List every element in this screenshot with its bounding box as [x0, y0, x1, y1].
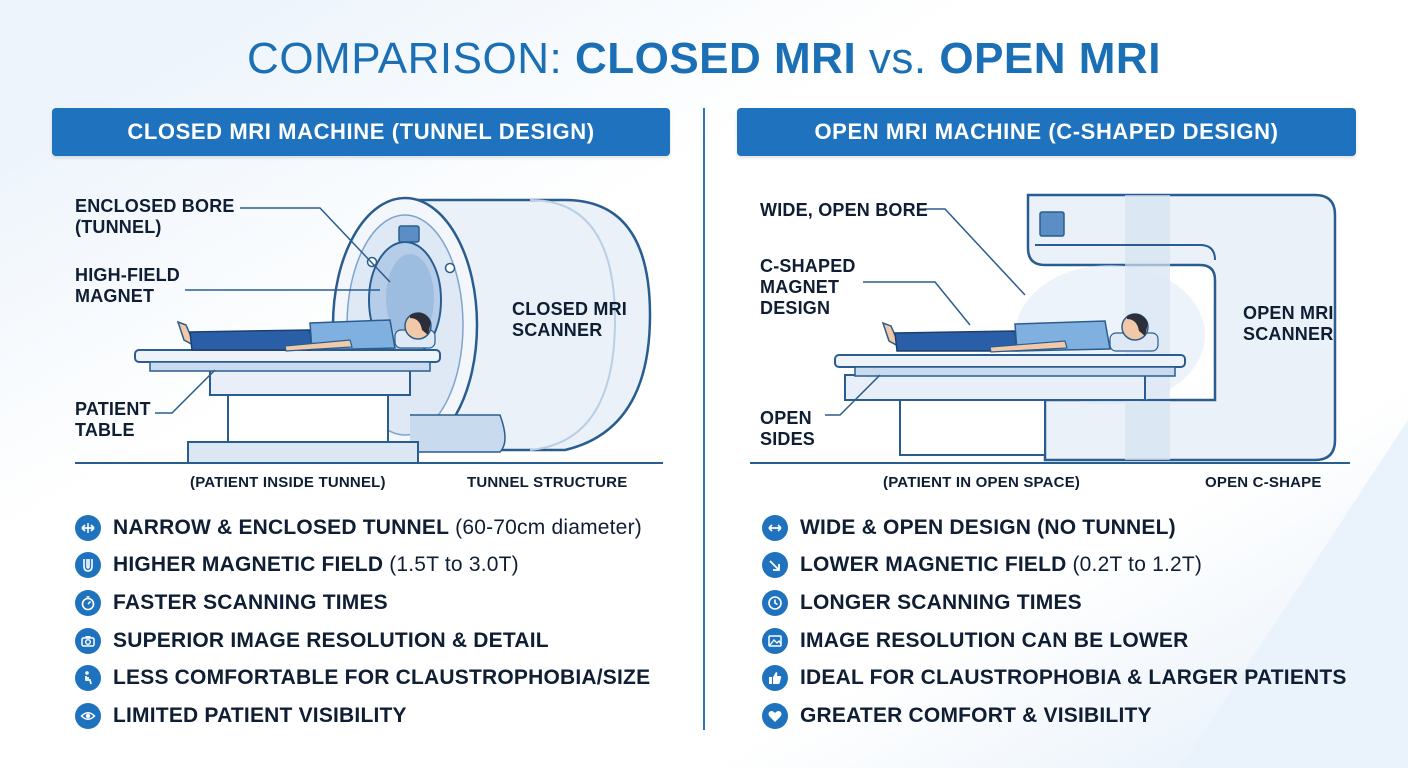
- list-item: NARROW & ENCLOSED TUNNEL(60-70cm diamete…: [75, 509, 650, 547]
- list-item: IDEAL FOR CLAUSTROPHOBIA & LARGER PATIEN…: [762, 659, 1347, 697]
- thumbs-up-icon: [762, 665, 788, 692]
- heart-icon: [762, 702, 788, 729]
- open-mri-header: OPEN MRI MACHINE (C-SHAPED DESIGN): [737, 108, 1356, 156]
- label-wide-open-bore: WIDE, OPEN BORE: [760, 200, 929, 220]
- open-patient-table: [834, 354, 1186, 456]
- arrow-down-icon: [762, 552, 788, 579]
- label-c-shaped-magnet: C-SHAPED MAGNET DESIGN: [760, 256, 856, 318]
- label-open-mri-scanner: OPEN MRI SCANNER: [1243, 303, 1334, 344]
- label-enclosed-bore: ENCLOSED BORE (TUNNEL): [75, 196, 235, 237]
- list-item: LONGER SCANNING TIMES: [762, 584, 1347, 622]
- list-item: GREATER COMFORT & VISIBILITY: [762, 697, 1347, 735]
- page-title: COMPARISON: CLOSED MRI vs. OPEN MRI: [247, 34, 1161, 83]
- eye-icon: [75, 702, 101, 729]
- list-item: HIGHER MAGNETIC FIELD(1.5T to 3.0T): [75, 547, 650, 585]
- list-item: IMAGE RESOLUTION CAN BE LOWER: [762, 622, 1347, 660]
- list-item: LIMITED PATIENT VISIBILITY: [75, 697, 650, 735]
- list-item: FASTER SCANNING TIMES: [75, 584, 650, 622]
- closed-patient: [176, 312, 436, 352]
- label-patient-table: PATIENT TABLE: [75, 399, 151, 440]
- caption-patient-in-open-space: (PATIENT IN OPEN SPACE): [883, 474, 1081, 491]
- list-item: LOWER MAGNETIC FIELD(0.2T to 1.2T): [762, 547, 1347, 585]
- list-item: SUPERIOR IMAGE RESOLUTION & DETAIL: [75, 622, 650, 660]
- title-closed: CLOSED MRI: [574, 34, 857, 83]
- label-closed-mri-scanner: CLOSED MRI SCANNER: [512, 299, 628, 340]
- open-patient: [881, 313, 1159, 353]
- list-item: WIDE & OPEN DESIGN (NO TUNNEL): [762, 509, 1347, 547]
- closed-mri-illustration: [75, 196, 663, 464]
- arrows-wide-icon: [762, 514, 788, 541]
- title-open: OPEN MRI: [939, 34, 1161, 83]
- list-item: LESS COMFORTABLE FOR CLAUSTROPHOBIA/SIZE: [75, 659, 650, 697]
- open-mri-illustration: [750, 193, 1350, 464]
- stopwatch-icon: [75, 589, 101, 616]
- clock-icon: [762, 589, 788, 616]
- caption-tunnel-structure: TUNNEL STRUCTURE: [467, 474, 628, 491]
- closed-features-list: NARROW & ENCLOSED TUNNEL(60-70cm diamete…: [75, 509, 650, 735]
- camera-icon: [75, 627, 101, 654]
- magnet-icon: [75, 552, 101, 579]
- caption-open-c-shape: OPEN C-SHAPE: [1205, 474, 1322, 491]
- arrows-narrow-icon: [75, 514, 101, 541]
- image-icon: [762, 627, 788, 654]
- label-open-sides: OPEN SIDES: [760, 408, 816, 449]
- person-seated-icon: [75, 665, 101, 692]
- label-high-field-magnet: HIGH-FIELD MAGNET: [75, 265, 180, 306]
- open-features-list: WIDE & OPEN DESIGN (NO TUNNEL) LOWER MAG…: [762, 509, 1347, 735]
- closed-mri-header: CLOSED MRI MACHINE (TUNNEL DESIGN): [52, 108, 670, 156]
- center-divider: [703, 108, 705, 730]
- caption-patient-inside-tunnel: (PATIENT INSIDE TUNNEL): [190, 474, 386, 491]
